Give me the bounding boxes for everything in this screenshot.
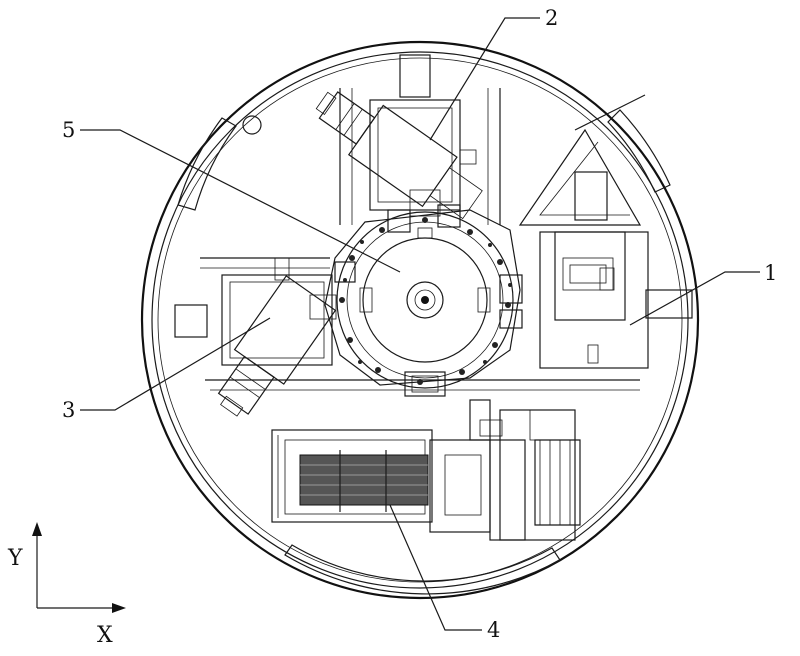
module-2-unit [305, 55, 489, 229]
y-axis-label: Y [7, 546, 23, 571]
module-3-unit [175, 258, 336, 427]
central-turret [325, 205, 522, 396]
callout-5: 5 [62, 118, 75, 142]
coordinate-axes: Y X [7, 522, 126, 648]
leader-lines [80, 18, 760, 630]
callout-2: 2 [545, 6, 558, 30]
x-axis-label: X [97, 623, 113, 648]
callout-4: 4 [487, 618, 500, 642]
module-4-unit [272, 400, 580, 540]
y-arrow-icon [32, 522, 42, 536]
callout-1: 1 [764, 261, 777, 285]
callout-3: 3 [62, 398, 75, 422]
module-1-unit [540, 172, 692, 368]
x-arrow-icon [112, 603, 126, 613]
leader-4 [390, 505, 482, 630]
